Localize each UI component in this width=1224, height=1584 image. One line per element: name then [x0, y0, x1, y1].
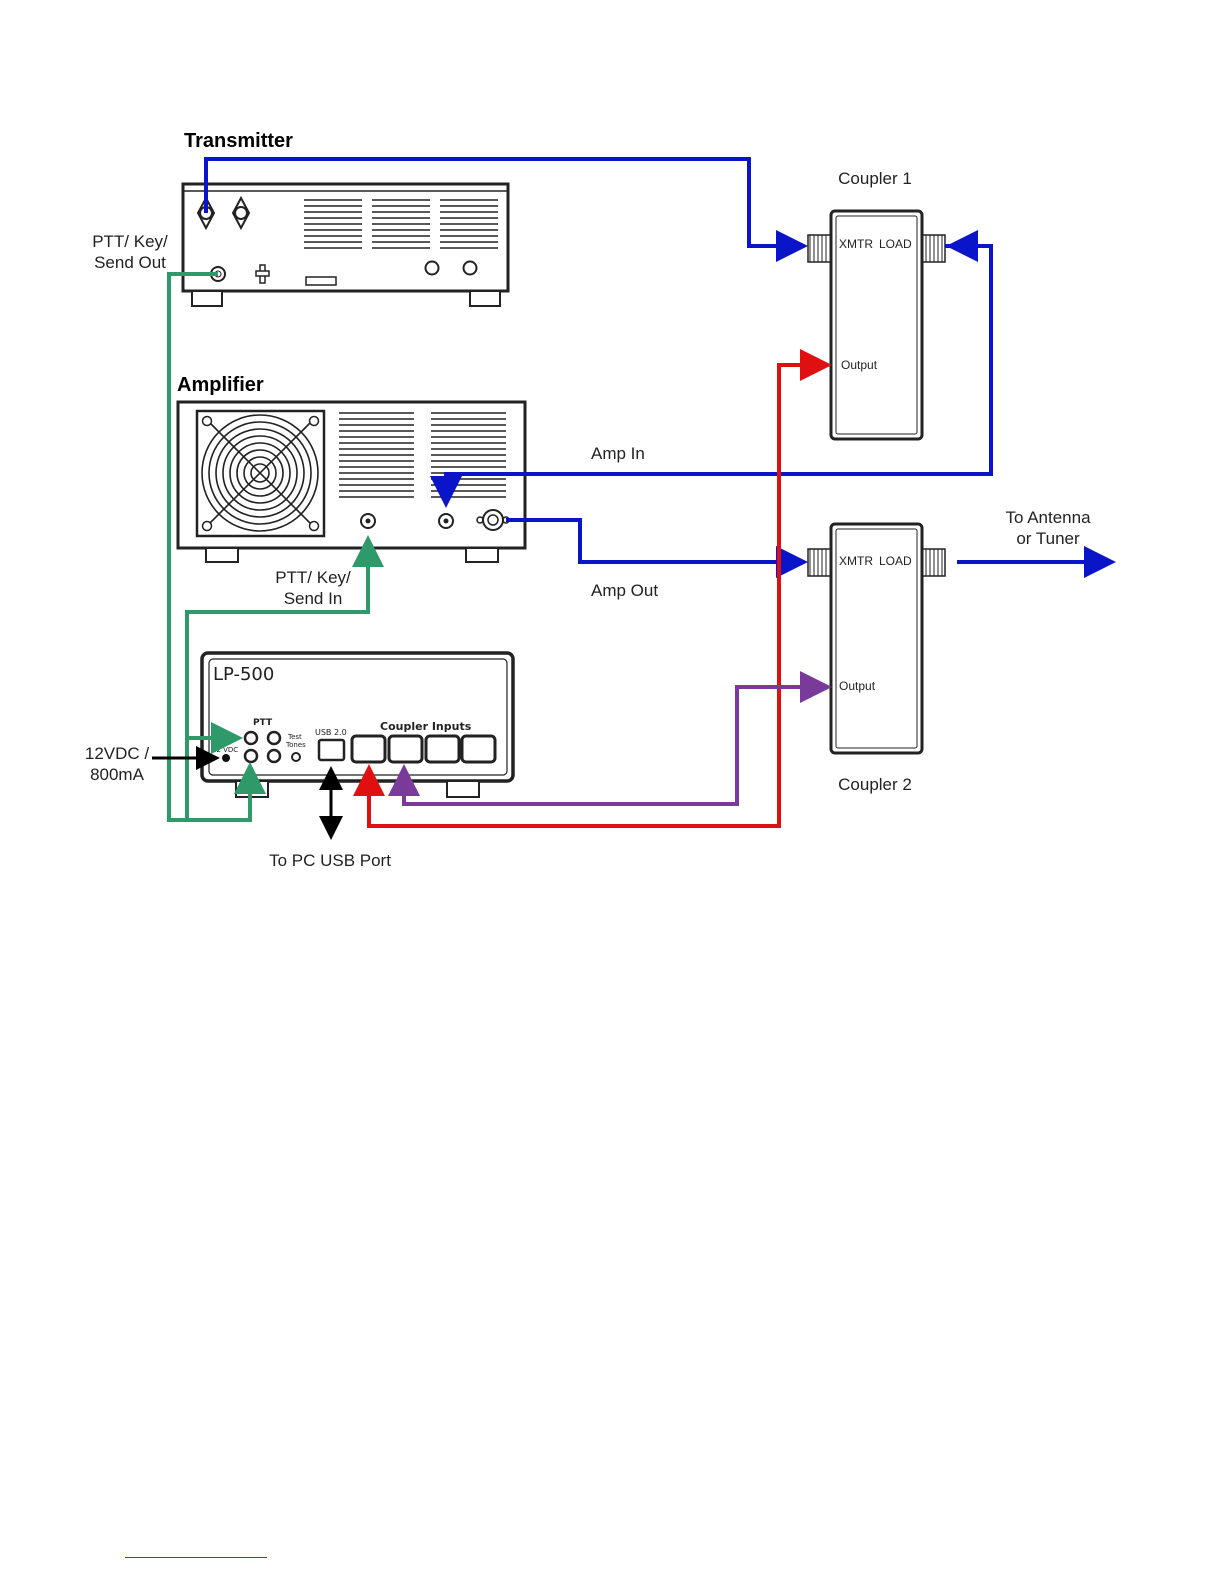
- lp500-usb-label: USB 2.0: [315, 728, 347, 737]
- transmitter-ptt-label-line1: PTT/ Key/: [92, 232, 168, 251]
- transmitter-foot: [470, 291, 500, 306]
- lp500-ptt-label: PTT: [253, 718, 273, 728]
- usb-port-label: To PC USB Port: [269, 851, 391, 870]
- power-label-line1: 12VDC /: [85, 744, 150, 763]
- amplifier-ptt-label-line2: Send In: [284, 589, 343, 608]
- transmitter: Transmitter: [92, 130, 508, 306]
- amplifier: Amplifier: [177, 374, 658, 608]
- footnote-rule: [125, 1557, 267, 1558]
- coupler1-xmtr-label: XMTR: [839, 237, 873, 251]
- transmitter-jack: [464, 262, 477, 275]
- coupler1-load-connector: [922, 235, 945, 262]
- wire-amp-out-to-coupler2: [506, 520, 800, 562]
- amplifier-ptt-jack: [361, 514, 375, 528]
- coupler2-xmtr-label: XMTR: [839, 554, 873, 568]
- amplifier-foot: [466, 548, 498, 562]
- coupler1-load-label: LOAD: [879, 237, 912, 251]
- coupler2-load-label: LOAD: [879, 554, 912, 568]
- amplifier-title: Amplifier: [177, 374, 264, 396]
- lp500-title: LP-500: [213, 664, 274, 685]
- amplifier-fan: [197, 411, 324, 536]
- coupler2-xmtr-connector: [808, 549, 831, 576]
- transmitter-ptt-label-line2: Send Out: [94, 253, 166, 272]
- lp500-power-jack: [222, 754, 230, 762]
- antenna-label-line1: To Antenna: [1005, 508, 1091, 527]
- lp500-12vdc-label: 12 VDC: [212, 746, 238, 754]
- power-label-line2: 800mA: [90, 765, 145, 784]
- coupler1-title: Coupler 1: [838, 169, 912, 188]
- amplifier-foot: [206, 548, 238, 562]
- coupler2-output-label: Output: [839, 679, 876, 693]
- amp-in-label: Amp In: [591, 444, 645, 463]
- lp500-usb-port: [319, 740, 344, 760]
- coupler2-title: Coupler 2: [838, 775, 912, 794]
- amp-out-label: Amp Out: [591, 581, 658, 600]
- lp500-foot: [447, 781, 479, 797]
- amplifier-rf-in-connector: [439, 514, 453, 528]
- lp500-test-button: [292, 753, 300, 761]
- coupler-2: Coupler 2 XMTR LOAD Output: [808, 524, 945, 794]
- lp500-test-label-line1: Test: [287, 733, 302, 741]
- transmitter-jack: [426, 262, 439, 275]
- transmitter-foot: [192, 291, 222, 306]
- lp500-test-label-line2: Tones: [285, 741, 306, 749]
- lp500-coupler-inputs-label: Coupler Inputs: [380, 720, 472, 733]
- coupler-1: Coupler 1 XMTR LOAD Output: [808, 169, 945, 439]
- transmitter-port: [306, 277, 336, 285]
- amplifier-ptt-label-line1: PTT/ Key/: [275, 568, 351, 587]
- coupler1-output-label: Output: [841, 358, 878, 372]
- coupler1-xmtr-connector: [808, 235, 831, 262]
- antenna-label-line2: or Tuner: [1016, 529, 1080, 548]
- transmitter-title: Transmitter: [184, 130, 293, 152]
- coupler2-load-connector: [922, 549, 945, 576]
